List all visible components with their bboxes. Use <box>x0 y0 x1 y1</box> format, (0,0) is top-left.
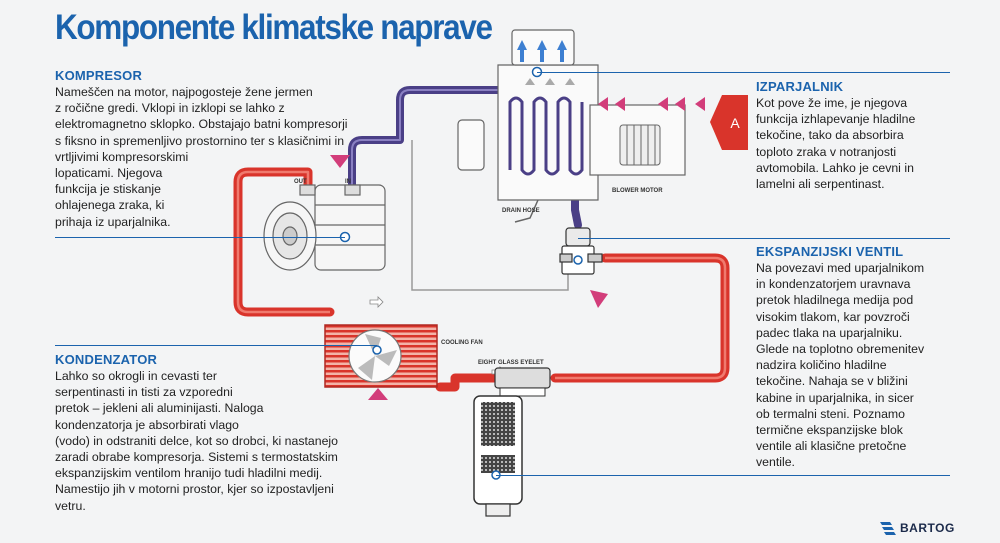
kompresor-text-line: vrtljivimi kompresorskimi <box>55 149 189 164</box>
ekspanzijski-text-line: ventile ali klasične pretočne <box>756 439 907 454</box>
kompresor-text-line: s fiksno in spremenljivo prostornino ter… <box>55 133 345 148</box>
fresh-air-badge: A <box>710 95 748 150</box>
izparjalnik-text-line: toploto zraka v notranjosti <box>756 144 897 159</box>
izparjalnik-text-line: avtomobila. Lahko je cevni in <box>756 160 914 175</box>
blower-motor-label: BLOWER MOTOR <box>612 188 663 194</box>
brand-mark-icon <box>880 522 896 535</box>
kondenzator-text-line: serpentinasti in tisti za vzporedni <box>55 385 233 400</box>
kondenzator-text-line: vetru. <box>55 498 86 513</box>
izparjalnik-callout-line <box>537 72 950 73</box>
compressor <box>263 184 386 271</box>
kondenzator-text-line: (vodo) in odstraniti delce, kot so drobc… <box>55 433 338 448</box>
kompresor-text-line: ohlajenega zraka, ki <box>55 198 165 213</box>
evaporator-coil <box>508 96 584 176</box>
izparjalnik-description: Kot pove že ime, je njegova funkcija izhl… <box>756 95 956 192</box>
page-title: Komponente klimatske naprave <box>55 8 493 47</box>
ekspanzijski-text-line: ventile. <box>756 455 795 470</box>
expansion-valve-callout-dot <box>573 255 583 265</box>
kompresor-text-line: lopaticami. Njegova <box>55 166 163 181</box>
ekspanzijski-callout-line <box>578 238 950 239</box>
receiver-drier <box>473 367 551 517</box>
compressor-in-label: IN <box>345 179 351 185</box>
cold-air-outlet-arrows <box>517 40 567 62</box>
kondenzator-callout-line <box>55 345 377 346</box>
kondenzator-heading: KONDENZATOR <box>55 352 158 367</box>
kompresor-text-line: elektromagnetno sklopko. Obstajajo batni… <box>55 117 348 132</box>
brand-logo: BARTOG <box>880 521 955 535</box>
kondenzator-description: Lahko so okrogli in cevasti ter serpentin… <box>55 368 385 514</box>
internal-airflow-arrows <box>525 78 575 85</box>
izparjalnik-text-line: Kot pove že ime, je njegova <box>756 96 908 110</box>
kondenzator-text-line: zaradi obrabe kompresorja. Sistemi s ter… <box>55 450 338 465</box>
kompresor-text-line: Nameščen na motor, najpogosteje žene jer… <box>55 85 313 99</box>
brand-name: BARTOG <box>900 521 955 535</box>
badge-label: A <box>730 115 740 131</box>
izparjalnik-text-line: lamelni ali serpentinast. <box>756 177 885 192</box>
compressor-out-label: OUT <box>294 179 307 185</box>
ekspanzijski-text-line: Glede na toplotno obremenitev <box>756 342 925 357</box>
ekspanzijski-text-line: termične ekspanzijske blok <box>756 423 903 438</box>
cooling-fan-label: COOLING FAN <box>441 340 483 346</box>
ekspanzijski-text-line: kabine in uparjalnika, in sicer <box>756 390 914 405</box>
ekspanzijski-text-line: tekočine. Nahaja se v bližini <box>756 374 908 389</box>
kondenzator-text-line: kondenzatorja je absorbirati vlago <box>55 417 239 432</box>
ekspanzijski-heading: EKSPANZIJSKI VENTIL <box>756 244 904 259</box>
ekspanzijski-text-line: Na povezavi med uparjalnikom <box>756 261 925 275</box>
kondenzator-text-line: ekspanzijskim ventilom hranijo tudi hlad… <box>55 466 323 481</box>
kondenzator-text-line: Namestijo jih v motorni prostor, kjer so… <box>55 482 334 497</box>
high-pressure-pipe-inner <box>236 170 727 380</box>
condenser-callout-dot <box>372 345 382 355</box>
kompresor-text-line: prihaja iz uparjalnika. <box>55 214 171 229</box>
kompresor-description: Nameščen na motor, najpogosteje žene jer… <box>55 84 395 230</box>
airflow-pink-arrows <box>330 155 608 400</box>
ekspanzijski-text-line: in kondenzatorjem uravnava <box>756 277 911 292</box>
ekspanzijski-text-line: pretok hladilnega medija pod <box>756 293 914 308</box>
kompresor-text-line: z ročične gredi. Vklopi in izklopi se la… <box>55 101 285 116</box>
kondenzator-text-line: Lahko so okrogli in cevasti ter <box>55 369 217 383</box>
drain-hose <box>514 199 539 223</box>
ekspanzijski-text-line: nadzira količino hladilne <box>756 358 887 373</box>
izparjalnik-text-line: funkcija izhlapevanje hladilne <box>756 112 916 127</box>
drain-hose-label: DRAIN HOSE <box>502 208 540 214</box>
izparjalnik-heading: IZPARJALNIK <box>756 79 844 94</box>
kondenzator-text-line: pretok – jekleni ali aluminijasti. Nalog… <box>55 401 264 416</box>
expansion-valve <box>559 227 603 275</box>
air-inlet-arrows <box>598 97 705 111</box>
low-pressure-pipe-inner <box>351 89 500 185</box>
condenser <box>324 324 438 388</box>
izparjalnik-text-line: tekočine, tako da absorbira <box>756 128 904 143</box>
sight-glass-label: EIGHT GLASS EYELET <box>478 360 544 366</box>
kompresor-callout-line <box>55 237 345 238</box>
kompresor-heading: KOMPRESOR <box>55 68 143 83</box>
ekspanzijski-text-line: ob termalni steni. Poznamo <box>756 406 906 421</box>
kompresor-text-line: funkcija je stiskanje <box>55 182 161 197</box>
ekspanzijski-text-line: visokim tlakom, kar povzroči <box>756 309 910 324</box>
ekspanzijski-description: Na povezavi med uparjalnikom in kondenzat… <box>756 260 956 471</box>
blower-motor <box>619 124 661 166</box>
drier-callout-line <box>496 475 950 476</box>
ekspanzijski-text-line: padec tlaka na uparjalniku. <box>756 325 903 340</box>
